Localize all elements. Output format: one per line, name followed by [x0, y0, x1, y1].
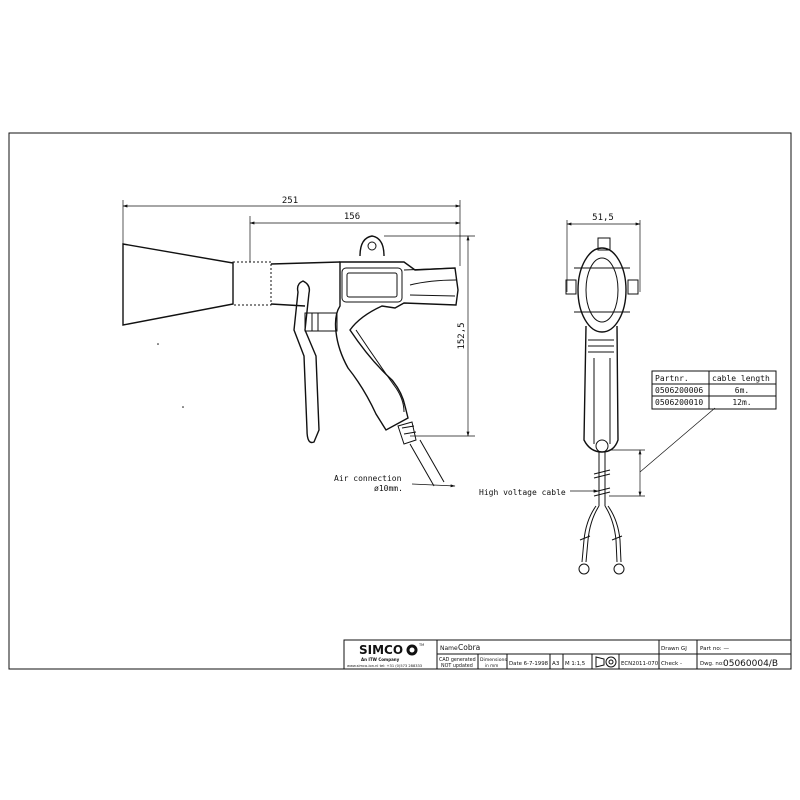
gun-body	[334, 261, 459, 431]
check-field: Check -	[661, 661, 682, 667]
dimensions-line-1: Dimensions	[480, 657, 507, 663]
dim-width: 51,5	[592, 213, 614, 223]
table-cell-partnr-1: 0506200006	[655, 386, 703, 395]
air-fitting	[397, 421, 417, 445]
barrel	[270, 261, 341, 307]
table-cell-length-2: 12m.	[732, 398, 751, 407]
dim-overall-length: 251	[282, 196, 298, 206]
cable-lug-left	[578, 563, 590, 575]
drawn-field: Drawn GJ	[661, 646, 687, 652]
date-field: Date 6-7-1998	[509, 661, 549, 667]
name-value: Cobra	[458, 643, 480, 652]
hv-cable	[598, 452, 606, 506]
scale-field: M 1:1,5	[565, 661, 585, 667]
front-head	[577, 247, 627, 333]
body-window	[341, 267, 403, 303]
hanging-eye	[359, 235, 385, 257]
dwg-number: 05060004/B	[723, 659, 778, 669]
air-hose	[409, 439, 445, 487]
nozzle-sleeve	[232, 261, 272, 306]
ecn-field: ECN2011-070	[621, 661, 659, 667]
gun-front-view	[565, 220, 716, 575]
nozzle-cone	[122, 243, 234, 326]
air-diameter-label: ø10mm.	[374, 484, 403, 493]
hanging-hole	[367, 241, 377, 251]
air-connection-label: Air connection	[334, 474, 402, 483]
cad-line-2: NOT updated	[441, 663, 473, 669]
cable-lug-right	[613, 563, 625, 575]
part-no-field: Part no: —	[700, 646, 729, 652]
logo-tm: TM	[418, 643, 424, 647]
rear-cap	[403, 267, 457, 297]
dim-barrel-length: 156	[344, 212, 360, 222]
high-voltage-cable-label: High voltage cable	[479, 488, 566, 497]
dwg-label: Dwg. no:	[700, 661, 724, 667]
front-connector	[304, 312, 338, 332]
table-cell-partnr-2: 0506200010	[655, 398, 703, 407]
gun-side-view	[122, 200, 475, 488]
table-header-partnr: Partnr.	[655, 374, 689, 383]
front-handle	[583, 325, 619, 453]
title-block	[343, 639, 792, 670]
table-header-cable-length: cable length	[712, 374, 770, 383]
company-address: www.simco-ion.nl tel: +31 (0)573 288333	[347, 664, 422, 668]
dimensions-line-2: in mm	[485, 663, 498, 668]
trigger	[293, 280, 320, 444]
logo-text: SIMCO	[359, 643, 403, 657]
table-cell-length-1: 6m.	[735, 386, 749, 395]
format-field: A3	[552, 661, 560, 667]
cable-length-table	[651, 370, 777, 410]
name-label: Name	[440, 645, 458, 652]
dim-height: 152,5	[457, 322, 467, 349]
logo-subtitle: An ITW Company	[361, 657, 400, 662]
cad-line-1: CAD generated	[439, 657, 476, 663]
